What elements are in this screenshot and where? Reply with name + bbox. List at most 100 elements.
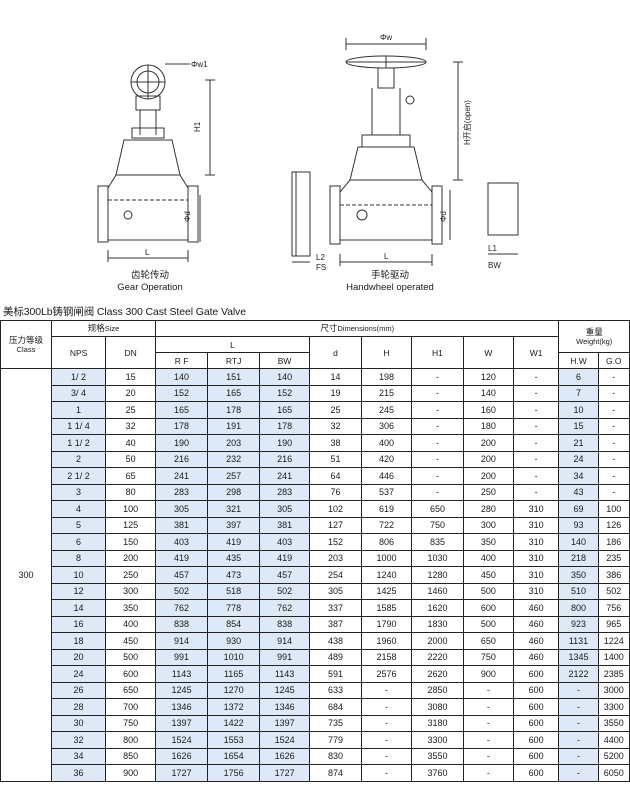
table-cell: 650 [410, 500, 464, 518]
table-cell: - [462, 714, 514, 732]
table-cell: 1010 [207, 648, 261, 666]
table-cell: - [410, 417, 464, 435]
table-cell: 140 [155, 368, 209, 386]
table-cell: 178 [155, 417, 209, 435]
table-cell: 1585 [361, 599, 412, 617]
dim-l-label-gear: L [145, 248, 150, 257]
dim-d-label-hand: Φd [439, 211, 448, 222]
class-header-cn: 压力等级 [8, 334, 43, 345]
table-cell: 165 [155, 401, 209, 419]
table-cell: 1830 [410, 615, 464, 633]
table-cell: 127 [309, 516, 363, 534]
table-cell: - [410, 483, 464, 501]
table-cell: - [462, 731, 514, 749]
table-cell: 1143 [155, 665, 209, 683]
table-cell: 750 [410, 516, 464, 534]
table-cell: 198 [361, 368, 412, 386]
table-cell: 12 [50, 582, 107, 600]
table-cell: - [597, 417, 630, 435]
size-header-cn: 规格 [87, 323, 105, 333]
table-cell: 419 [207, 533, 261, 551]
table-cell: 500 [462, 582, 514, 600]
table-cell: 20 [105, 384, 157, 402]
table-cell: 1/ 2 [50, 368, 107, 386]
table-cell: 8 [50, 549, 107, 567]
table-cell: 283 [259, 483, 311, 501]
table-cell: 838 [259, 615, 311, 633]
table-cell: 3550 [410, 747, 464, 765]
gear-caption: 齿轮传动 Gear Operation [100, 270, 200, 294]
table-cell: 830 [309, 747, 363, 765]
table-cell: - [512, 384, 560, 402]
table-cell: 684 [309, 698, 363, 716]
table-cell: 215 [361, 384, 412, 402]
table-cell: 3 [50, 483, 107, 501]
table-cell: 750 [105, 714, 157, 732]
table-cell: 1165 [207, 665, 261, 683]
table-cell: - [558, 764, 599, 782]
table-cell: 36 [50, 764, 107, 782]
table-cell: 43 [558, 483, 599, 501]
table-cell: 835 [410, 533, 464, 551]
table-cell: 397 [207, 516, 261, 534]
table-cell: 15 [558, 417, 599, 435]
table-cell: - [512, 368, 560, 386]
table-cell: 350 [105, 599, 157, 617]
col-h: H [361, 336, 412, 369]
table-cell: - [361, 764, 412, 782]
col-go: G.O [597, 352, 630, 369]
table-cell: 5200 [597, 747, 630, 765]
table-cell: 350 [558, 566, 599, 584]
table-cell: 19 [309, 384, 363, 402]
table-cell: 854 [207, 615, 261, 633]
table-cell: - [512, 401, 560, 419]
col-w: W [462, 336, 514, 369]
table-cell: - [597, 384, 630, 402]
table-cell: 1397 [155, 714, 209, 732]
col-hw: H.W [558, 352, 599, 369]
dim-l-label-hand: L [384, 252, 389, 261]
table-cell: 1372 [207, 698, 261, 716]
table-title: 美标300Lb铸钢闸阀 Class 300 Cast Steel Gate Va… [3, 306, 246, 318]
table-cell: 257 [207, 467, 261, 485]
table-cell: 6 [558, 368, 599, 386]
dimensions-header-cn: 尺寸 [320, 323, 338, 333]
table-cell: 310 [512, 549, 560, 567]
table-cell: 310 [512, 582, 560, 600]
table-cell: 93 [558, 516, 599, 534]
table-cell: 34 [50, 747, 107, 765]
table-cell: 21 [558, 434, 599, 452]
weight-header-cn: 重量 [585, 326, 603, 337]
table-cell: 923 [558, 615, 599, 633]
dim-h-open-label: H开启(open) [462, 100, 472, 145]
table-cell: 40 [105, 434, 157, 452]
table-cell: 216 [259, 450, 311, 468]
table-cell: 991 [259, 648, 311, 666]
table-cell: - [462, 764, 514, 782]
table-cell: 489 [309, 648, 363, 666]
table-cell: - [410, 467, 464, 485]
size-header: 规格Size [50, 320, 157, 337]
table-cell: 600 [512, 714, 560, 732]
table-cell: 1397 [259, 714, 311, 732]
table-cell: 1400 [597, 648, 630, 666]
table-cell: 100 [105, 500, 157, 518]
table-cell: 1626 [259, 747, 311, 765]
table-cell: 420 [361, 450, 412, 468]
handwheel-drawing [291, 38, 519, 266]
table-cell: 457 [259, 566, 311, 584]
table-cell: 125 [105, 516, 157, 534]
table-cell: 241 [259, 467, 311, 485]
table-cell: 1654 [207, 747, 261, 765]
table-cell: 102 [309, 500, 363, 518]
dim-w1-label: Φw1 [191, 60, 208, 69]
table-cell: 700 [105, 698, 157, 716]
table-cell: 650 [462, 632, 514, 650]
col-rtj: RTJ [207, 352, 261, 369]
